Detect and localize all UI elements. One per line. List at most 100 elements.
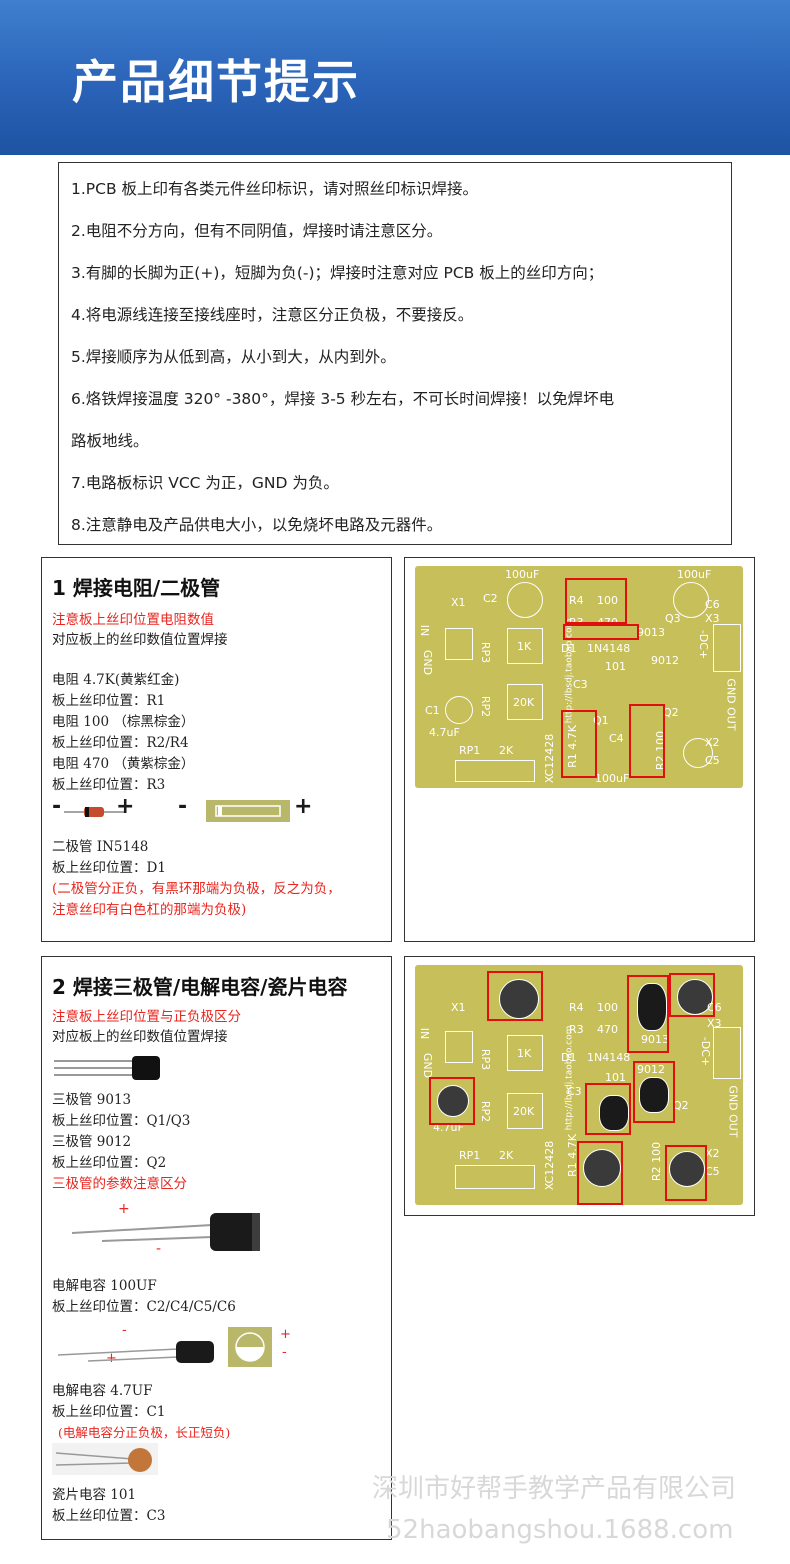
cap47-silk-plus: + — [280, 1327, 291, 1342]
resistor-line: 电阻 100 （棕黑棕金） — [52, 714, 195, 730]
pcb-silk: RP1 — [459, 1149, 481, 1162]
pcb-capacitor — [499, 979, 539, 1019]
highlight-box — [629, 704, 665, 778]
pcb-silk: GND OUT — [726, 1085, 740, 1138]
cap47-minus-sign: - — [122, 1323, 127, 1338]
pcb-transistor — [637, 983, 667, 1031]
section2-panel: 2 焊接三极管/电解电容/瓷片电容 注意板上丝印位置与正负极区分 对应板上的丝印… — [41, 956, 392, 1540]
pcb-silk: R2 100 — [650, 1141, 664, 1182]
watermark-company: 深圳市好帮手教学产品有限公司 — [372, 1474, 737, 1504]
highlight-box — [633, 1061, 675, 1123]
pcb-pot-outline — [455, 1165, 535, 1189]
pcb-transistor — [639, 1077, 669, 1113]
pcb-silk: GND OUT — [724, 678, 738, 731]
pcb-silk: 1N4148 — [587, 1051, 631, 1064]
transistor-line: 板上丝印位置：Q2 — [52, 1155, 167, 1171]
resistor-line: 板上丝印位置：R2/R4 — [52, 735, 189, 751]
pcb-silk: Q2 — [673, 1099, 689, 1112]
diode-warning: 注意丝印有白色杠的那端为负极) — [52, 902, 247, 918]
pcb-silk: C1 — [425, 704, 440, 717]
note-line: 8.注意静电及产品供电大小，以免烧坏电路及元器件。 — [71, 516, 443, 534]
pcb-silk: 2K — [499, 744, 514, 757]
pcb-silk: 2K — [499, 1149, 514, 1162]
pcb-pot-outline — [507, 1035, 543, 1071]
resistor-line: 板上丝印位置：R1 — [52, 693, 166, 709]
pcb-terminal-outline — [445, 628, 473, 660]
note-line: 5.焊接顺序为从低到高，从小到大，从内到外。 — [71, 348, 396, 366]
resistor-line: 电阻 470 （黄紫棕金） — [52, 756, 195, 772]
highlight-box — [565, 578, 627, 624]
cap100-photo: + - — [62, 1201, 272, 1263]
cap47-line: 电解电容 4.7UF — [52, 1383, 153, 1399]
pcb-silk: IN — [418, 624, 432, 637]
diode-body-icon — [64, 807, 124, 817]
pcb-board: 100uF 100uF X1 C2 R4 100 R3 470 9013 Q3 … — [415, 566, 743, 788]
highlight-box — [585, 1083, 631, 1135]
note-line: 6.烙铁焊接温度 320° -380°，焊接 3-5 秒左右，不可长时间焊接！以… — [71, 390, 615, 408]
pcb-silk: R3 — [569, 1023, 584, 1036]
highlight-box — [563, 624, 639, 640]
pcb-silk: C6 — [705, 598, 720, 611]
pcb-silk: 100uF — [505, 568, 540, 581]
pcb-silk: X3 — [707, 1017, 722, 1030]
pcb-pot-outline — [507, 684, 543, 720]
pcb-silk: X1 — [451, 1001, 466, 1014]
pcb-silk: GND — [421, 1052, 435, 1079]
cap47-line: 板上丝印位置：C1 — [52, 1404, 166, 1420]
note-line: 4.将电源线连接至接线座时，注意区分正负极，不要接反。 — [71, 306, 474, 324]
cap47-photo: - + + - — [58, 1323, 298, 1373]
pcb-silk: C3 — [567, 1085, 582, 1098]
pcb-silk: 9012 — [637, 1063, 665, 1076]
pcb-silk: http://lbsdj.taobao.com — [564, 1025, 575, 1131]
pcb-silk: X2 — [705, 1147, 720, 1160]
transistor-warning: 三极管的参数注意区分 — [52, 1176, 187, 1192]
page-title: 产品细节提示 — [72, 55, 360, 109]
diode-minus-sign: - — [52, 794, 62, 819]
pcb-capacitor — [583, 1149, 621, 1187]
highlight-box — [561, 710, 597, 778]
pcb-silk: C4 — [609, 732, 624, 745]
transistor-line: 三极管 9012 — [52, 1134, 132, 1150]
section1-panel: 1 焊接电阻/二极管 注意板上丝印位置电阻数值 对应板上的丝印数值位置焊接 电阻… — [41, 557, 392, 942]
pcb-silk: 9013 — [641, 1033, 669, 1046]
pcb-silk: C5 — [705, 1165, 720, 1178]
pcb-pot-outline — [455, 760, 535, 782]
pcb-silk: 9012 — [651, 654, 679, 667]
pcb-silk: R4 — [569, 594, 584, 607]
section2-title: 2 焊接三极管/电解电容/瓷片电容 — [52, 975, 348, 999]
pcb-silk: RP3 — [479, 1048, 493, 1071]
pcb-silk: RP2 — [479, 695, 493, 718]
pcb-silk: -DC+ — [697, 629, 711, 660]
pcb-silk: XC12428 — [543, 733, 557, 784]
pcb-silk: Q3 — [665, 612, 681, 625]
diode-line: 板上丝印位置：D1 — [52, 860, 166, 876]
pcb-cap-outline — [445, 696, 473, 724]
pcb-silk: 470 — [597, 1023, 618, 1036]
cap100-plus-sign: + — [118, 1201, 130, 1217]
pcb-silk: GND — [421, 649, 435, 676]
note-line: 1.PCB 板上印有各类元件丝印标识，请对照丝印标识焊接。 — [71, 180, 479, 198]
highlight-box — [429, 1077, 475, 1125]
ceramic-cap-photo — [52, 1443, 158, 1475]
note-line: 2.电阻不分方向，但有不同阴值，焊接时请注意区分。 — [71, 222, 443, 240]
note-line: 7.电路板标识 VCC 为正，GND 为负。 — [71, 474, 339, 492]
cap100-line: 电解电容 100UF — [52, 1278, 157, 1294]
pcb-silk: 20K — [513, 696, 535, 709]
highlight-box — [665, 1145, 707, 1201]
pcb-silk: Q2 — [663, 706, 679, 719]
note-line: 路板地线。 — [71, 432, 149, 450]
section1-note: 对应板上的丝印数值位置焊接 — [52, 632, 228, 648]
pcb-silk: 100uF — [677, 568, 712, 581]
pcb-silk: 1K — [517, 1047, 532, 1060]
diode-plus-sign: + — [116, 794, 135, 819]
notes-box: 1.PCB 板上印有各类元件丝印标识，请对照丝印标识焊接。 2.电阻不分方向，但… — [58, 162, 732, 545]
pcb-silk: 101 — [605, 1071, 626, 1084]
electrolytic-cap-4-7uf-icon — [58, 1341, 214, 1363]
pcb-silk: C3 — [573, 678, 588, 691]
pcb-silk: 100 — [597, 594, 618, 607]
pcb-capacitor — [669, 1151, 705, 1187]
section1-pcb-photo: 100uF 100uF X1 C2 R4 100 R3 470 9013 Q3 … — [404, 557, 755, 942]
pcb-silk: RP3 — [479, 641, 493, 664]
pcb-cap-outline — [507, 582, 543, 618]
pcb-silk: X3 — [705, 612, 720, 625]
